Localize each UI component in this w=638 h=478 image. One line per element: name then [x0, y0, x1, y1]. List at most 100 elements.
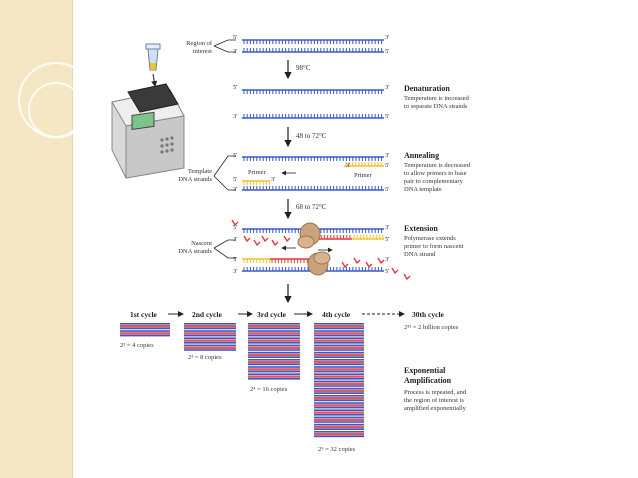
dna-copy — [314, 344, 364, 351]
pointer-line — [213, 247, 236, 259]
denaturation-title: Denaturation — [404, 84, 450, 93]
three-prime-label: 3' — [385, 224, 390, 231]
dna-copy — [314, 387, 364, 394]
dna-copy — [248, 351, 300, 358]
dna-copy-stack — [184, 323, 236, 351]
dna-copy — [314, 373, 364, 380]
dna-copy — [314, 431, 364, 438]
five-prime-label: 5' — [385, 186, 390, 193]
dna-copy — [184, 337, 236, 344]
tube-arrow — [151, 73, 158, 87]
denaturation-desc: Temperature is increased to separate DNA… — [404, 95, 469, 110]
amplification-desc: Process is repeated, and the region of i… — [404, 389, 467, 412]
dna-copy — [184, 330, 236, 337]
dna-copy — [314, 337, 364, 344]
nucleotide — [403, 273, 411, 281]
primer-label: Primer — [354, 172, 372, 179]
dna-copy-stack — [248, 323, 300, 380]
nascent-strands-label: Nascent DNA strands — [178, 240, 212, 255]
dna-strand — [242, 89, 384, 94]
five-prime-label: 5' — [385, 162, 390, 169]
dna-copy — [314, 359, 364, 366]
dna-copy — [314, 380, 364, 387]
dna-copy — [314, 402, 364, 409]
amplification-stacks — [120, 323, 364, 438]
dna-copy — [248, 359, 300, 366]
dna-copy — [248, 323, 300, 330]
dna-copy — [314, 330, 364, 337]
primer-strand — [242, 180, 271, 185]
dna-copy — [120, 323, 170, 330]
annealing-title: Annealing — [404, 151, 440, 160]
template-strands-label: Template DNA strands — [178, 168, 212, 183]
dna-copy — [314, 323, 364, 330]
copies-count: 2⁴ = 16 copies — [250, 386, 288, 393]
nucleotide — [391, 267, 399, 275]
nucleotide — [253, 239, 261, 247]
dna-copy — [248, 373, 300, 380]
dna-copy — [248, 366, 300, 373]
three-prime-label: 3' — [233, 236, 238, 243]
dna-strand — [242, 156, 384, 161]
three-prime-label: 3' — [385, 84, 390, 91]
dna-copy — [314, 351, 364, 358]
nucleotide — [231, 219, 239, 227]
primer-label: Primer — [248, 169, 266, 176]
dna-copy-stack — [120, 323, 170, 337]
thermal-cycler-icon — [111, 83, 185, 179]
copies-count-final: 2³¹ = 2 billion copies — [404, 324, 459, 331]
dna-copy — [248, 337, 300, 344]
decorative-sidebar — [0, 0, 94, 478]
cycle-label: 2nd cycle — [192, 310, 222, 319]
five-prime-label: 5' — [233, 152, 238, 159]
nucleotide — [353, 257, 361, 265]
cycle-label: 3rd cycle — [257, 310, 286, 319]
free-nucleotides — [231, 219, 411, 281]
dna-copy — [120, 330, 170, 337]
dna-copy — [184, 344, 236, 351]
pointer-line — [213, 239, 236, 249]
five-prime-label: 5' — [385, 268, 390, 275]
dna-copy — [314, 416, 364, 423]
pointer-line — [213, 175, 236, 191]
five-prime-label: 5' — [233, 224, 238, 231]
nucleotide — [271, 239, 279, 247]
three-prime-label: 3' — [233, 186, 238, 193]
nucleotide — [243, 235, 251, 243]
pointer-line — [213, 39, 236, 47]
five-prime-label: 5' — [233, 34, 238, 41]
dna-strand — [242, 48, 384, 53]
primer-strand — [352, 235, 384, 240]
five-prime-label: 5' — [233, 176, 238, 183]
copies-count: 2³ = 8 copies — [188, 354, 222, 361]
dna-copy — [314, 395, 364, 402]
dna-strand — [242, 39, 384, 44]
primer-strand — [242, 258, 271, 263]
dna-strand — [242, 114, 384, 119]
pointer-line — [213, 155, 236, 177]
dna-copy-stack — [314, 323, 364, 438]
dna-copy — [314, 423, 364, 430]
nucleotide — [283, 235, 291, 243]
amplification-title: Exponential Amplification — [404, 366, 452, 385]
dna-copy — [248, 330, 300, 337]
dna-copy — [314, 409, 364, 416]
copies-count: 2² = 4 copies — [120, 342, 154, 349]
primer-strand — [344, 162, 384, 167]
three-prime-label: 3' — [233, 268, 238, 275]
anneal-temp: 48 to 72°C — [296, 132, 327, 140]
polymerase-icon — [297, 222, 321, 249]
cycle-label: 1st cycle — [130, 310, 157, 319]
polymerase-icon — [307, 251, 331, 276]
extension-title: Extension — [404, 224, 438, 233]
pointer-line — [213, 45, 236, 53]
decorative-ring — [28, 82, 84, 138]
three-prime-label: 3' — [233, 48, 238, 55]
nucleotide — [377, 257, 385, 265]
three-prime-label: 3' — [385, 256, 390, 263]
five-prime-label: 5' — [385, 48, 390, 55]
nucleotide — [261, 235, 269, 243]
cycle-label-final: 30th cycle — [412, 310, 444, 319]
extend-temp: 68 to 72°C — [296, 203, 327, 211]
